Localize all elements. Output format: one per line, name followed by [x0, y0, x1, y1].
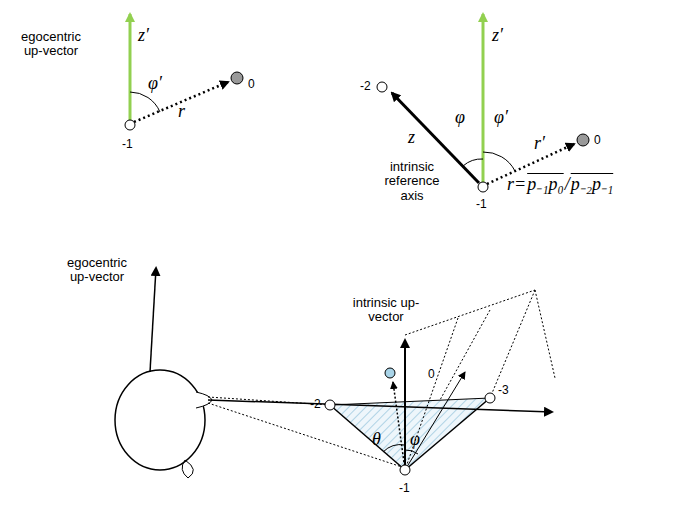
formula-part: p₋₁p₀: [527, 175, 564, 195]
point-number: 0: [248, 78, 255, 91]
formula-part: /: [565, 175, 570, 195]
axis-label: z′: [138, 26, 149, 46]
point-number: 0: [594, 134, 601, 147]
axis-label: z: [408, 128, 415, 148]
point-number: -2: [360, 80, 371, 93]
angle-label: φ: [455, 108, 465, 128]
vector-label: r: [178, 102, 185, 122]
annotation: intrinsic reference axis: [376, 160, 448, 203]
angle-label: φ: [410, 430, 420, 450]
axis-label: z′: [492, 26, 503, 46]
annotation: intrinsic up-vector: [350, 296, 422, 325]
point-number: -2: [310, 398, 321, 411]
formula-part: r=: [507, 175, 526, 195]
angle-label: φ′: [494, 108, 508, 128]
angle-label: φ′: [148, 74, 162, 94]
angle-label: θ: [372, 430, 381, 450]
annotation: egocentric up-vector: [12, 30, 90, 59]
annotation: egocentric up-vector: [58, 256, 136, 285]
formula-part: p₋₂p₋₁: [571, 175, 614, 195]
point-number: -1: [122, 138, 133, 151]
point-number: 0: [428, 368, 435, 381]
point-number: -1: [399, 482, 410, 495]
vector-label: r′: [534, 134, 545, 154]
point-number: -1: [476, 198, 487, 211]
point-number: -3: [498, 384, 509, 397]
